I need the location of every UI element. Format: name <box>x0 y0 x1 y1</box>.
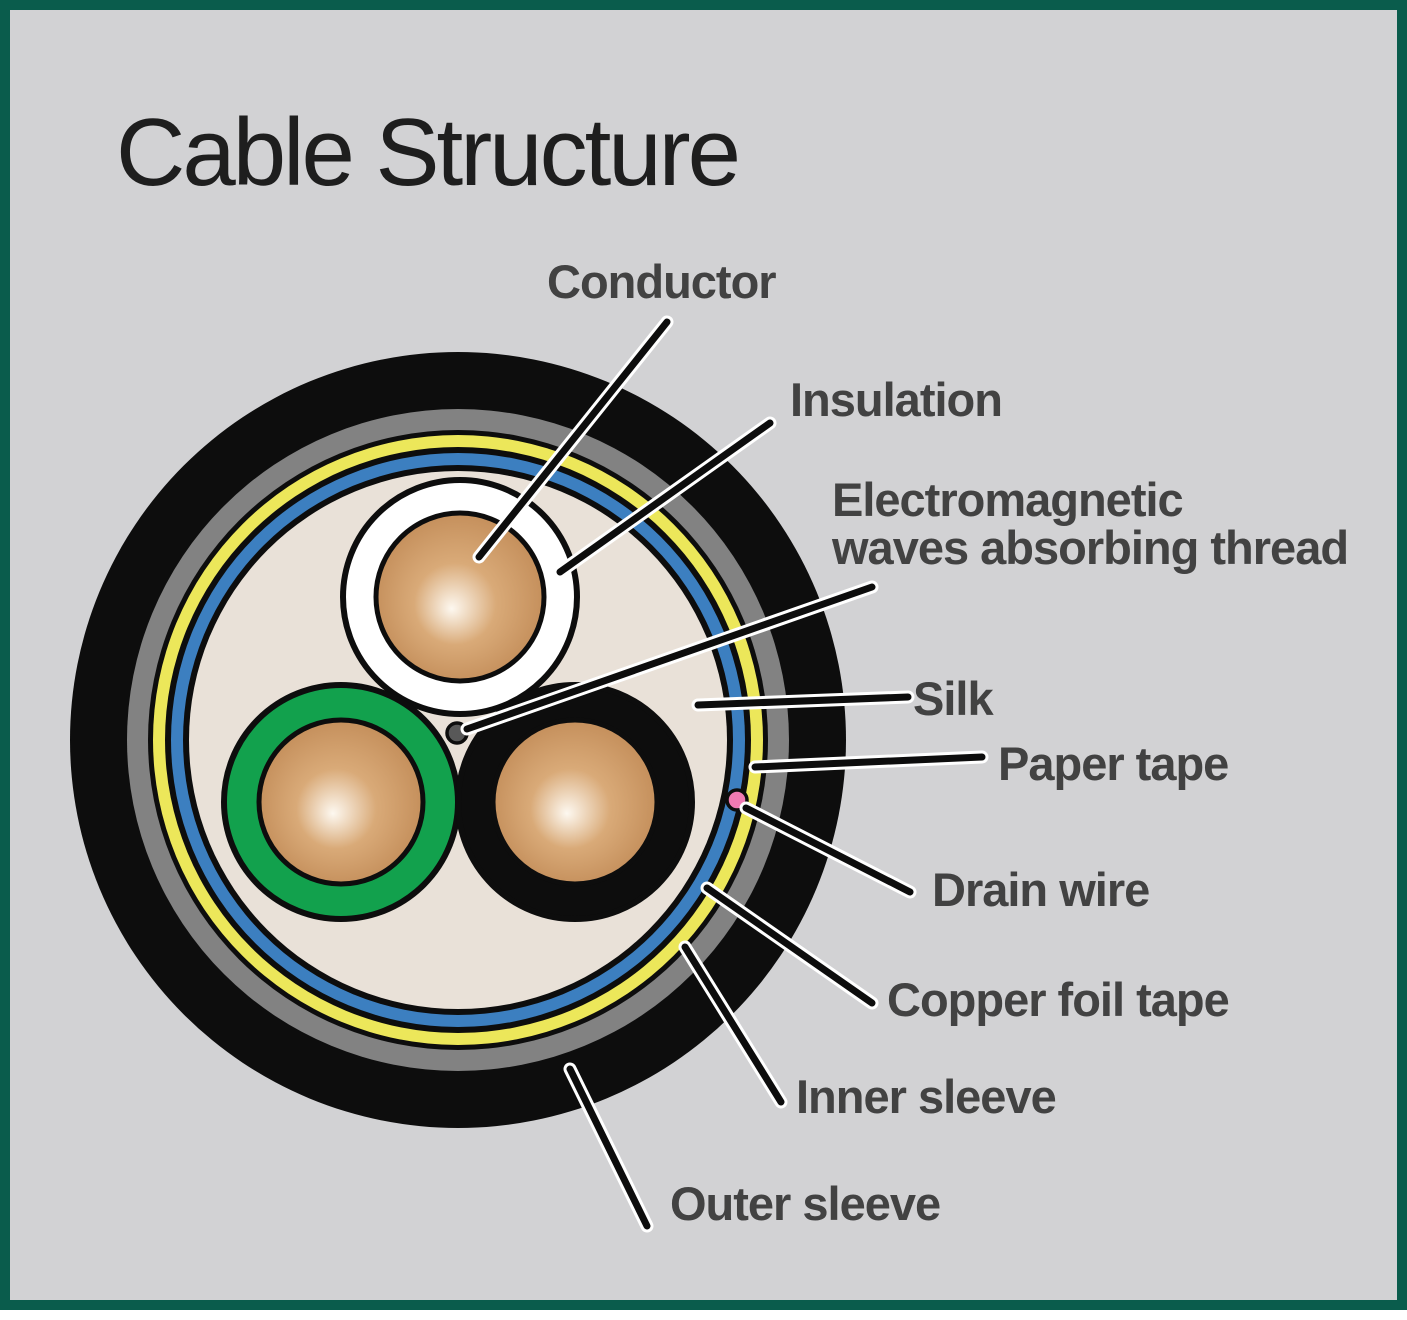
label-em-thread-line-1: Electromagnetic <box>832 473 1183 526</box>
leader-line-insulation <box>556 419 774 576</box>
label-conductor: Conductor <box>547 255 776 308</box>
leader-line-silk <box>694 693 912 709</box>
label-drain-wire-line-1: Drain wire <box>932 863 1149 916</box>
wire-green-conductor <box>256 717 426 887</box>
wire-black <box>455 682 695 922</box>
label-insulation-line-1: Insulation <box>790 373 1002 426</box>
label-em-thread-line-2: waves absorbing thread <box>831 521 1348 574</box>
label-insulation: Insulation <box>790 373 1002 426</box>
leader-line-outer-sleeve <box>566 1065 651 1230</box>
label-group-paper-tape: Paper tape <box>748 737 1229 790</box>
label-drain-wire: Drain wire <box>932 863 1149 916</box>
label-group-conductor: Conductor <box>472 255 777 564</box>
leader-line-conductor <box>475 318 671 561</box>
label-conductor-line-1: Conductor <box>547 255 776 308</box>
label-group-drain-wire: Drain wire <box>739 801 1150 916</box>
label-silk: Silk <box>913 672 994 725</box>
wire-white-conductor <box>373 510 547 684</box>
label-inner-sleeve-line-1: Inner sleeve <box>796 1070 1056 1123</box>
label-paper-tape: Paper tape <box>998 737 1228 790</box>
label-inner-sleeve: Inner sleeve <box>796 1070 1056 1123</box>
label-group-silk: Silk <box>691 672 995 725</box>
label-group-outer-sleeve: Outer sleeve <box>563 1062 941 1233</box>
page-title: Cable Structure <box>116 99 741 206</box>
label-paper-tape-line-1: Paper tape <box>998 737 1228 790</box>
leader-line-em-thread <box>463 583 876 733</box>
label-group-inner-sleeve: Inner sleeve <box>678 940 1057 1123</box>
leader-line-copper-foil-tape <box>703 884 876 1007</box>
label-copper-foil-tape-line-1: Copper foil tape <box>887 973 1229 1026</box>
label-group-copper-foil-tape: Copper foil tape <box>700 881 1230 1026</box>
leader-line-paper-tape <box>751 753 986 771</box>
leader-line-inner-sleeve <box>681 943 785 1106</box>
label-silk-line-1: Silk <box>913 672 994 725</box>
wire-white <box>340 477 580 717</box>
wire-black-conductor <box>490 717 660 887</box>
wire-green <box>221 682 461 922</box>
label-outer-sleeve: Outer sleeve <box>670 1177 940 1230</box>
leader-line-drain-wire <box>742 804 914 896</box>
label-group-insulation: Insulation <box>553 373 1003 579</box>
label-outer-sleeve-line-1: Outer sleeve <box>670 1177 940 1230</box>
label-copper-foil-tape: Copper foil tape <box>887 973 1229 1026</box>
